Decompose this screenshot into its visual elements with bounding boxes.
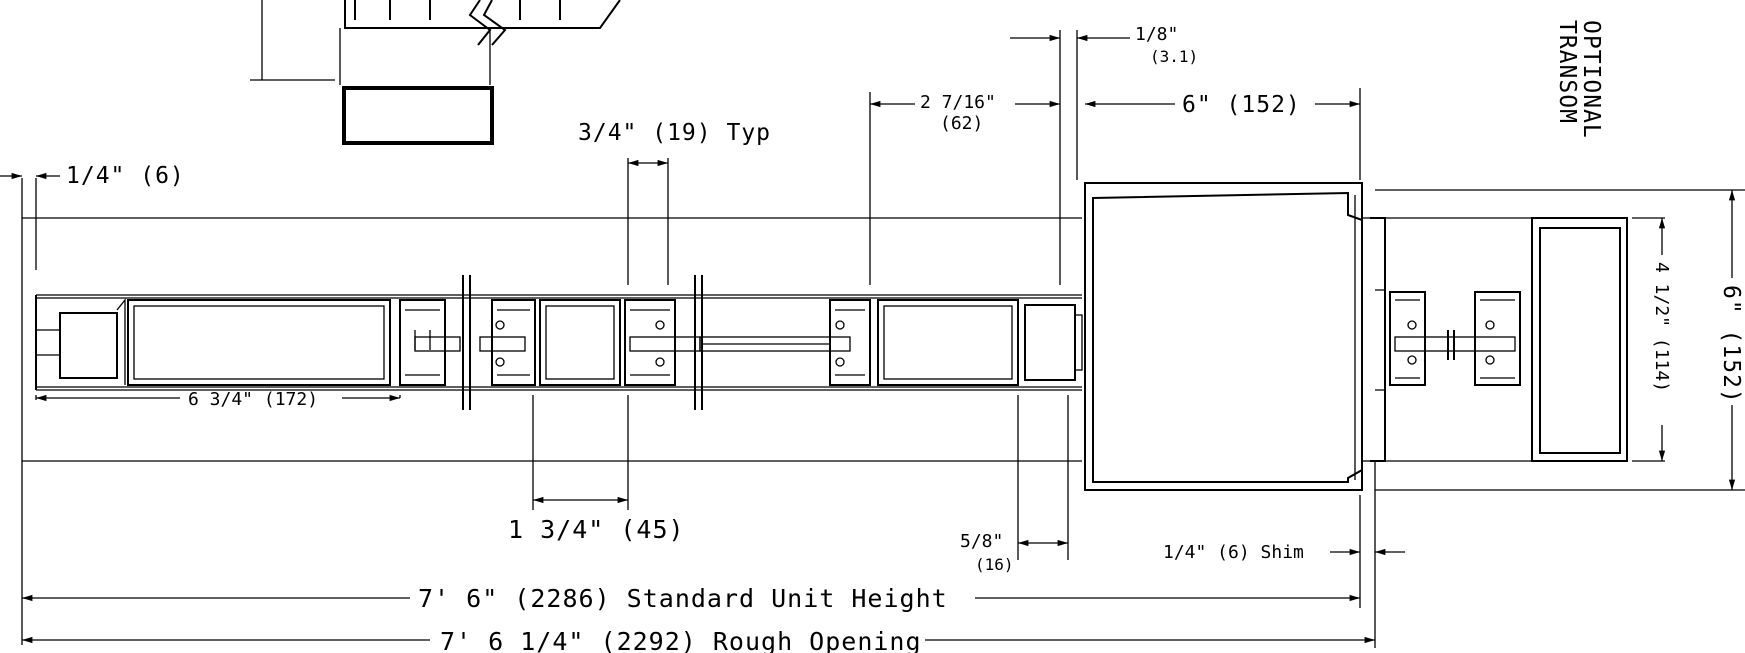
wall-lines	[22, 189, 1745, 491]
dim-3-4-typ: 3/4" (19) Typ	[578, 120, 771, 146]
dim-5-8-mm: (16)	[975, 555, 1014, 574]
extension-lines	[21, 30, 1665, 648]
dim-4-1-2: 4 1/2" (114)	[1651, 262, 1672, 392]
dim-rough-opening: 7' 6 1/4" (2292) Rough Opening	[440, 627, 922, 653]
header-frame	[1084, 182, 1375, 491]
dim-6-top: 6" (152)	[1182, 92, 1301, 118]
top-detail-box	[342, 86, 494, 145]
transom-label: TRANSOM OPTIONAL	[1554, 20, 1604, 139]
dim-6-3-4: 6 3/4" (172)	[188, 389, 318, 410]
dim-1-4-left: 1/4" (6)	[66, 163, 185, 189]
dim-5-8: 5/8"	[960, 531, 1003, 552]
dim-standard-height: 7' 6" (2286) Standard Unit Height	[418, 584, 948, 613]
dimension-labels: 1/4" (6) 3/4" (19) Typ 2 7/16" (62) 1/8"…	[66, 24, 1744, 653]
dim-1-8-mm: (3.1)	[1150, 47, 1198, 66]
dim-1-8: 1/8"	[1135, 24, 1178, 45]
dim-1-3-4: 1 3/4" (45)	[508, 515, 685, 544]
dim-2-7-16-mm: (62)	[940, 113, 983, 134]
door-section	[35, 275, 1083, 410]
transom-frame	[1370, 217, 1628, 462]
top-detail	[250, 0, 621, 145]
dim-shim: 1/4" (6) Shim	[1163, 542, 1304, 563]
dim-2-7-16: 2 7/16"	[920, 92, 996, 113]
dimension-lines	[0, 34, 1736, 644]
dim-6-right: 6" (152)	[1718, 285, 1744, 404]
transom-text-2: OPTIONAL	[1578, 20, 1604, 139]
transom-text-1: TRANSOM	[1554, 20, 1580, 124]
